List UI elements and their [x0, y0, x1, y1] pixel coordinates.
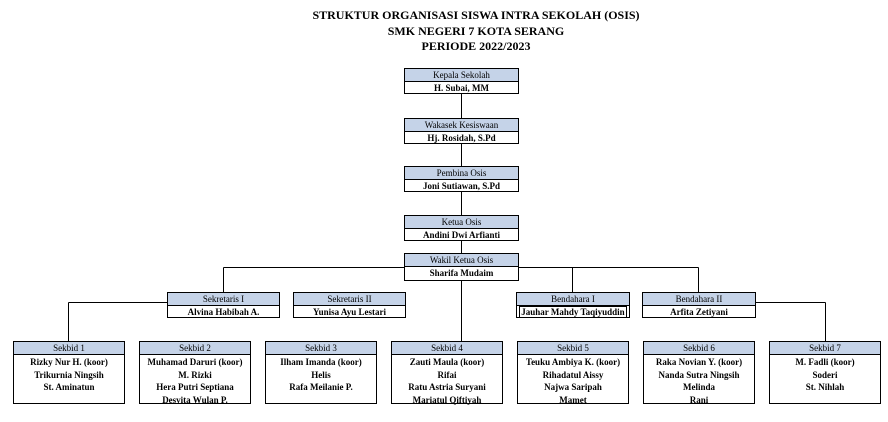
member-name: Najwa Saripah: [544, 382, 602, 393]
member-name: Melinda: [682, 382, 715, 393]
member-name: Mamet: [559, 394, 587, 405]
box-person-name: Jauhar Mahdy Taqiyuddin: [517, 306, 629, 318]
box-title: Sekbid 4: [392, 342, 502, 355]
member-name: Rizky Nur H. (koor): [30, 357, 108, 367]
member-name: Nanda Sutra Ningsih: [658, 369, 740, 380]
member-list: M. Fadli (koor) Soderi St. Nihlah: [770, 355, 880, 394]
member-name: St. Aminatun: [43, 382, 95, 393]
box-title: Sekbid 3: [266, 342, 376, 355]
box-person-name: Sharifa Mudaim: [429, 268, 494, 278]
box-sekbid-4: Sekbid 4 Zauti Maula (koor) Rifai Ratu A…: [391, 341, 503, 406]
box-title: Sekbid 2: [140, 342, 250, 355]
box-title: Bendahara II: [643, 293, 755, 306]
document-header: STRUKTUR ORGANISASI SISWA INTRA SEKOLAH …: [0, 8, 888, 55]
member-name: Rifai: [437, 369, 457, 380]
member-name: Soderi: [812, 369, 838, 380]
box-title: Ketua Osis: [405, 216, 518, 229]
member-name: Zauti Maula (koor): [409, 357, 485, 367]
box-person-name: Hj. Rosidah, S.Pd: [427, 133, 496, 143]
member-name: Helis: [311, 369, 331, 380]
box-sekbid-5: Sekbid 5 Teuku Ambiya K. (koor) Rihadatu…: [517, 341, 629, 406]
header-period: PERIODE 2022/2023: [421, 39, 531, 53]
member-name: Muhamad Daruri (koor): [147, 357, 243, 367]
box-title: Pembina Osis: [405, 167, 518, 180]
box-title: Sekbid 5: [518, 342, 628, 355]
box-ketua-osis: Ketua Osis Andini Dwi Arfianti: [404, 215, 519, 241]
box-pembina-osis: Pembina Osis Joni Sutiawan, S.Pd: [404, 166, 519, 192]
box-title: Sekbid 7: [770, 342, 880, 355]
header-title: STRUKTUR ORGANISASI SISWA INTRA SEKOLAH …: [312, 8, 640, 22]
member-name: Hera Putri Septiana: [156, 382, 234, 393]
box-title: Kepala Sekolah: [405, 69, 518, 82]
member-name: Ilham Imanda (koor): [280, 357, 362, 367]
box-bendahara-1: Bendahara I Jauhar Mahdy Taqiyuddin: [516, 292, 630, 318]
member-name: Mariatul Qiftiyah: [412, 394, 482, 405]
box-wakasek-kesiswaan: Wakasek Kesiswaan Hj. Rosidah, S.Pd: [404, 118, 519, 144]
box-person-name: H. Subai, MM: [433, 83, 489, 93]
box-sekbid-3: Sekbid 3 Ilham Imanda (koor) Helis Rafa …: [265, 341, 377, 404]
box-person-name: Alvina Habibah A.: [187, 307, 260, 317]
box-bendahara-2: Bendahara II Arfita Zetiyani: [642, 292, 756, 318]
box-kepala-sekolah: Kepala Sekolah H. Subai, MM: [404, 68, 519, 94]
member-list: Raka Novian Y. (koor) Nanda Sutra Ningsi…: [644, 355, 754, 406]
box-wakil-ketua-osis: Wakil Ketua Osis Sharifa Mudaim: [404, 253, 519, 281]
member-list: Ilham Imanda (koor) Helis Rafa Meilanie …: [266, 355, 376, 394]
box-person-name: Yunisa Ayu Lestari: [312, 307, 387, 317]
box-title: Wakasek Kesiswaan: [405, 119, 518, 132]
box-person-name: Arfita Zetiyani: [670, 307, 728, 317]
member-name: Teuku Ambiya K. (koor): [525, 357, 621, 367]
box-sekretaris-1: Sekretaris I Alvina Habibah A.: [167, 292, 280, 318]
member-name: Rihadatul Aissy: [542, 369, 604, 380]
box-title: Sekretaris I: [168, 293, 279, 306]
member-name: Ratu Astria Suryani: [408, 382, 486, 393]
selected-name-text: Jauhar Mahdy Taqiyuddin: [519, 306, 627, 318]
member-name: Rafa Meilanie P.: [289, 382, 353, 393]
member-name: Raka Novian Y. (koor): [655, 357, 743, 367]
box-title: Sekbid 6: [644, 342, 754, 355]
member-list: Zauti Maula (koor) Rifai Ratu Astria Sur…: [392, 355, 502, 406]
box-title: Bendahara I: [517, 293, 629, 306]
member-list: Teuku Ambiya K. (koor) Rihadatul Aissy N…: [518, 355, 628, 406]
member-name: M. Rizki: [178, 369, 212, 380]
member-name: Trikurnia Ningsih: [34, 369, 104, 380]
box-person-name: Andini Dwi Arfianti: [422, 230, 500, 240]
member-name: Desvita Wulan P.: [162, 394, 228, 405]
member-name: St. Nihlah: [805, 382, 845, 393]
box-sekbid-6: Sekbid 6 Raka Novian Y. (koor) Nanda Sut…: [643, 341, 755, 406]
member-name: M. Fadli (koor): [795, 357, 855, 367]
box-sekbid-2: Sekbid 2 Muhamad Daruri (koor) M. Rizki …: [139, 341, 251, 406]
member-name: Rani: [689, 394, 709, 405]
member-list: Rizky Nur H. (koor) Trikurnia Ningsih St…: [14, 355, 124, 394]
box-sekbid-1: Sekbid 1 Rizky Nur H. (koor) Trikurnia N…: [13, 341, 125, 404]
box-title: Wakil Ketua Osis: [405, 254, 518, 267]
header-school: SMK NEGERI 7 KOTA SERANG: [387, 23, 565, 38]
box-sekretaris-2: Sekretaris II Yunisa Ayu Lestari: [293, 292, 406, 318]
box-sekbid-7: Sekbid 7 M. Fadli (koor) Soderi St. Nihl…: [769, 341, 881, 404]
box-person-name: Joni Sutiawan, S.Pd: [422, 181, 501, 191]
box-title: Sekretaris II: [294, 293, 405, 306]
member-list: Muhamad Daruri (koor) M. Rizki Hera Putr…: [140, 355, 250, 406]
box-title: Sekbid 1: [14, 342, 124, 355]
